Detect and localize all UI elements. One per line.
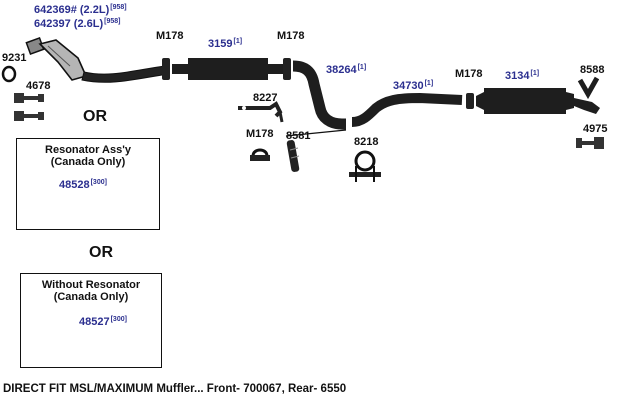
intermediate-pipe-label: 38264[1] <box>326 64 367 76</box>
or-label-1: OR <box>83 108 107 125</box>
gasket-label: 9231 <box>2 52 27 64</box>
footer-text: DIRECT FIT MSL/MAXIMUM Muffler... Front-… <box>3 383 347 395</box>
clamp-drawing <box>162 58 474 109</box>
or-label-2: OR <box>89 244 113 261</box>
resonator-option-box: Resonator Ass'y (Canada Only) 48528[300] <box>16 138 160 230</box>
tailpipe-hanger-label: 8588 <box>580 64 605 76</box>
gasket-drawing <box>1 65 17 83</box>
cat-converter-b-label: 642397 (2.6L)[958] <box>34 18 121 30</box>
clamp-1-label: M178 <box>156 30 184 42</box>
resonator-label: 3159[1] <box>208 38 243 50</box>
hanger-8581-drawing <box>286 140 300 172</box>
clamp-m178-small-drawing <box>250 148 270 161</box>
hanger-8227-label: 8227 <box>253 92 278 104</box>
hanger-8581-label: 8581 <box>286 130 311 142</box>
bolts-drawing <box>14 93 44 121</box>
catalytic-converter-drawing <box>25 37 169 83</box>
without-resonator-option-subtitle: (Canada Only) <box>53 291 129 303</box>
resonator-option-subtitle: (Canada Only) <box>50 156 126 168</box>
cat-converter-a-label: 642369# (2.2L)[958] <box>34 4 127 16</box>
tailpipe-front-label: 34730[1] <box>393 80 434 92</box>
intermediate-pipe-drawing <box>292 60 346 130</box>
hanger-8227-drawing <box>238 101 284 123</box>
clamp-2-label: M178 <box>277 30 305 42</box>
resonator-drawing <box>172 58 283 80</box>
resonator-option-title: Resonator Ass'y <box>45 144 131 156</box>
resonator-option-part-label: 48528[300] <box>59 179 107 191</box>
u-clamp-label: 8218 <box>354 136 379 148</box>
tailpipe-hanger-drawing <box>577 76 600 100</box>
u-clamp-drawing <box>349 150 381 182</box>
muffler-label: 3134[1] <box>505 70 540 82</box>
clamp-3-label: M178 <box>455 68 483 80</box>
tailpipe-front-drawing <box>351 92 463 127</box>
without-resonator-option-title: Without Resonator <box>41 279 141 291</box>
rear-bolt-label: 4975 <box>583 123 608 135</box>
rear-bolt-drawing <box>576 137 604 149</box>
without-resonator-option-box: Without Resonator (Canada Only) 48527[30… <box>20 273 162 368</box>
muffler-drawing <box>476 88 600 114</box>
clamp-4-label: M178 <box>246 128 274 140</box>
without-resonator-option-part-label: 48527[300] <box>79 316 127 328</box>
bolts-label: 4678 <box>26 80 51 92</box>
